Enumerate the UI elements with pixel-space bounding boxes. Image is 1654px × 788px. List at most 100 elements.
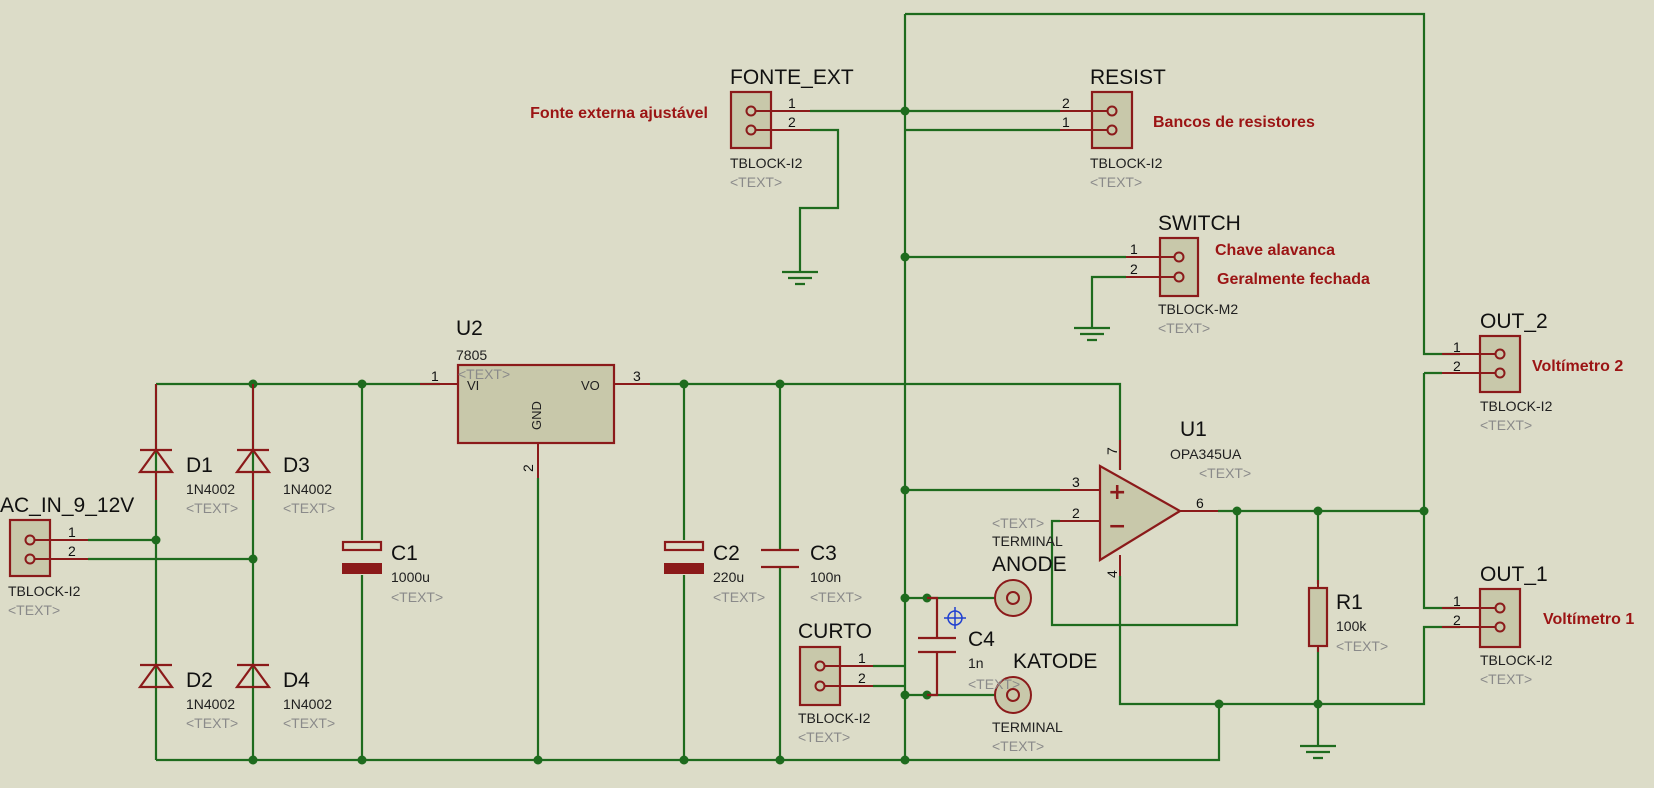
junction-dots xyxy=(151,106,1429,765)
opamp-u1[interactable]: U1 OPA345UA <TEXT> 7 3 2 6 4 + − xyxy=(1060,418,1251,578)
ground-symbol xyxy=(782,262,818,286)
component-value: 1N4002 xyxy=(186,481,235,497)
component-ref: AC_IN_9_12V xyxy=(0,494,134,517)
pin-number: 1 xyxy=(858,650,866,666)
ground-symbol xyxy=(1074,322,1110,342)
component-ref: FONTE_EXT xyxy=(730,66,854,89)
component-ref: U1 xyxy=(1180,418,1207,441)
pin-number: 2 xyxy=(520,464,536,472)
pin-number: 4 xyxy=(1104,570,1120,578)
component-ref: C3 xyxy=(810,542,837,565)
component-value: TBLOCK-I2 xyxy=(1480,652,1553,668)
component-value: 100k xyxy=(1336,618,1367,634)
component-text-placeholder: <TEXT> xyxy=(283,715,335,731)
pin-number: 1 xyxy=(1062,114,1070,130)
capacitor-c1[interactable]: C1 1000u <TEXT> xyxy=(341,540,443,605)
wires xyxy=(88,12,1460,762)
anode-terminal[interactable]: <TEXT> TERMINAL ANODE xyxy=(992,515,1067,617)
component-ref: C2 xyxy=(713,542,740,565)
fonte-ext-terminal-block[interactable]: FONTE_EXT 1 2 TBLOCK-I2 <TEXT> xyxy=(729,66,854,190)
component-text-placeholder: <TEXT> xyxy=(391,589,443,605)
diode-d2[interactable]: D2 1N4002 <TEXT> xyxy=(137,663,238,731)
component-text-placeholder: <TEXT> xyxy=(798,729,850,745)
resist-terminal-block[interactable]: RESIST 2 1 TBLOCK-I2 <TEXT> xyxy=(1060,66,1166,190)
component-ref: C1 xyxy=(391,542,418,565)
component-text-placeholder: <TEXT> xyxy=(730,174,782,190)
switch-terminal-block[interactable]: SWITCH 1 2 TBLOCK-M2 <TEXT> xyxy=(1126,212,1241,336)
note-switch-2: Geralmente fechada xyxy=(1217,271,1370,288)
component-text-placeholder: <TEXT> xyxy=(1199,465,1251,481)
component-text-placeholder: <TEXT> xyxy=(1480,671,1532,687)
component-value: 1N4002 xyxy=(283,481,332,497)
note-resist: Bancos de resistores xyxy=(1153,114,1315,131)
component-value: TBLOCK-I2 xyxy=(1480,398,1553,414)
pin-number: 1 xyxy=(1130,241,1138,257)
pin-number: 1 xyxy=(1453,339,1461,355)
pin-label: VO xyxy=(581,378,600,393)
pin-number: 2 xyxy=(68,543,76,559)
capacitor-c4[interactable]: C4 1n <TEXT> xyxy=(918,596,1020,697)
note-out1: Voltímetro 1 xyxy=(1543,611,1634,628)
component-text-placeholder: <TEXT> xyxy=(1336,638,1388,654)
capacitor-c2[interactable]: C2 220u <TEXT> xyxy=(663,540,765,605)
component-value: TBLOCK-I2 xyxy=(730,155,803,171)
component-text-placeholder: <TEXT> xyxy=(186,500,238,516)
capacitor-c3[interactable]: C3 100n <TEXT> xyxy=(761,542,862,605)
component-ref: D4 xyxy=(283,669,310,692)
component-value: TBLOCK-I2 xyxy=(1090,155,1163,171)
out1-terminal-block[interactable]: OUT_1 1 2 TBLOCK-I2 <TEXT> xyxy=(1442,563,1553,687)
component-ref: OUT_2 xyxy=(1480,310,1548,333)
component-ref: CURTO xyxy=(798,620,872,643)
component-ref: U2 xyxy=(456,317,483,340)
pin-number: 2 xyxy=(788,114,796,130)
resistor-r1[interactable]: R1 100k <TEXT> xyxy=(1307,580,1388,654)
component-value: TBLOCK-I2 xyxy=(8,583,81,599)
component-text-placeholder: <TEXT> xyxy=(992,515,1044,531)
pin-number: 6 xyxy=(1196,495,1204,511)
component-ref: SWITCH xyxy=(1158,212,1241,235)
diode-d3[interactable]: D3 1N4002 <TEXT> xyxy=(234,384,335,516)
component-value: 1n xyxy=(968,655,984,671)
pin-number: 2 xyxy=(1072,505,1080,521)
component-value: TBLOCK-I2 xyxy=(798,710,871,726)
component-text-placeholder: <TEXT> xyxy=(8,602,60,618)
component-ref: D3 xyxy=(283,454,310,477)
crosshair-icon xyxy=(944,607,966,629)
pin-number: 1 xyxy=(1453,593,1461,609)
component-text-placeholder: <TEXT> xyxy=(283,500,335,516)
component-value: OPA345UA xyxy=(1170,446,1242,462)
pin-number: 3 xyxy=(1072,474,1080,490)
diode-d1[interactable]: D1 1N4002 <TEXT> xyxy=(137,384,238,516)
ground-symbol xyxy=(1300,740,1336,760)
pin-number: 1 xyxy=(68,524,76,540)
pin-number: 1 xyxy=(788,95,796,111)
regulator-u2[interactable]: U2 7805 <TEXT> VI VO GND 1 3 2 xyxy=(420,317,650,478)
component-value: 7805 xyxy=(456,347,487,363)
out2-terminal-block[interactable]: OUT_2 1 2 TBLOCK-I2 <TEXT> xyxy=(1424,310,1553,433)
component-value: 220u xyxy=(713,569,744,585)
component-text-placeholder: <TEXT> xyxy=(458,366,510,382)
component-text-placeholder: <TEXT> xyxy=(1480,417,1532,433)
pin-number: 1 xyxy=(431,368,439,384)
component-ref: R1 xyxy=(1336,591,1363,614)
ac-in-terminal-block[interactable]: AC_IN_9_12V 1 2 TBLOCK-I2 <TEXT> xyxy=(0,494,134,618)
component-text-placeholder: <TEXT> xyxy=(1158,320,1210,336)
component-ref: D2 xyxy=(186,669,213,692)
katode-terminal[interactable]: KATODE TERMINAL <TEXT> xyxy=(992,650,1097,754)
pin-label: GND xyxy=(529,401,544,430)
component-ref: C4 xyxy=(968,628,995,651)
component-value: TERMINAL xyxy=(992,719,1063,735)
component-text-placeholder: <TEXT> xyxy=(968,676,1020,692)
curto-terminal-block[interactable]: CURTO 1 2 TBLOCK-I2 <TEXT> xyxy=(798,620,873,745)
component-text-placeholder: <TEXT> xyxy=(992,738,1044,754)
component-value: 1N4002 xyxy=(283,696,332,712)
component-text-placeholder: <TEXT> xyxy=(1090,174,1142,190)
diode-d4[interactable]: D4 1N4002 <TEXT> xyxy=(234,663,335,731)
note-fonte: Fonte externa ajustável xyxy=(530,105,708,122)
plus-symbol: + xyxy=(1108,480,1126,505)
component-value: 100n xyxy=(810,569,841,585)
component-text-placeholder: <TEXT> xyxy=(810,589,862,605)
component-value: 1N4002 xyxy=(186,696,235,712)
component-value: TBLOCK-M2 xyxy=(1158,301,1238,317)
